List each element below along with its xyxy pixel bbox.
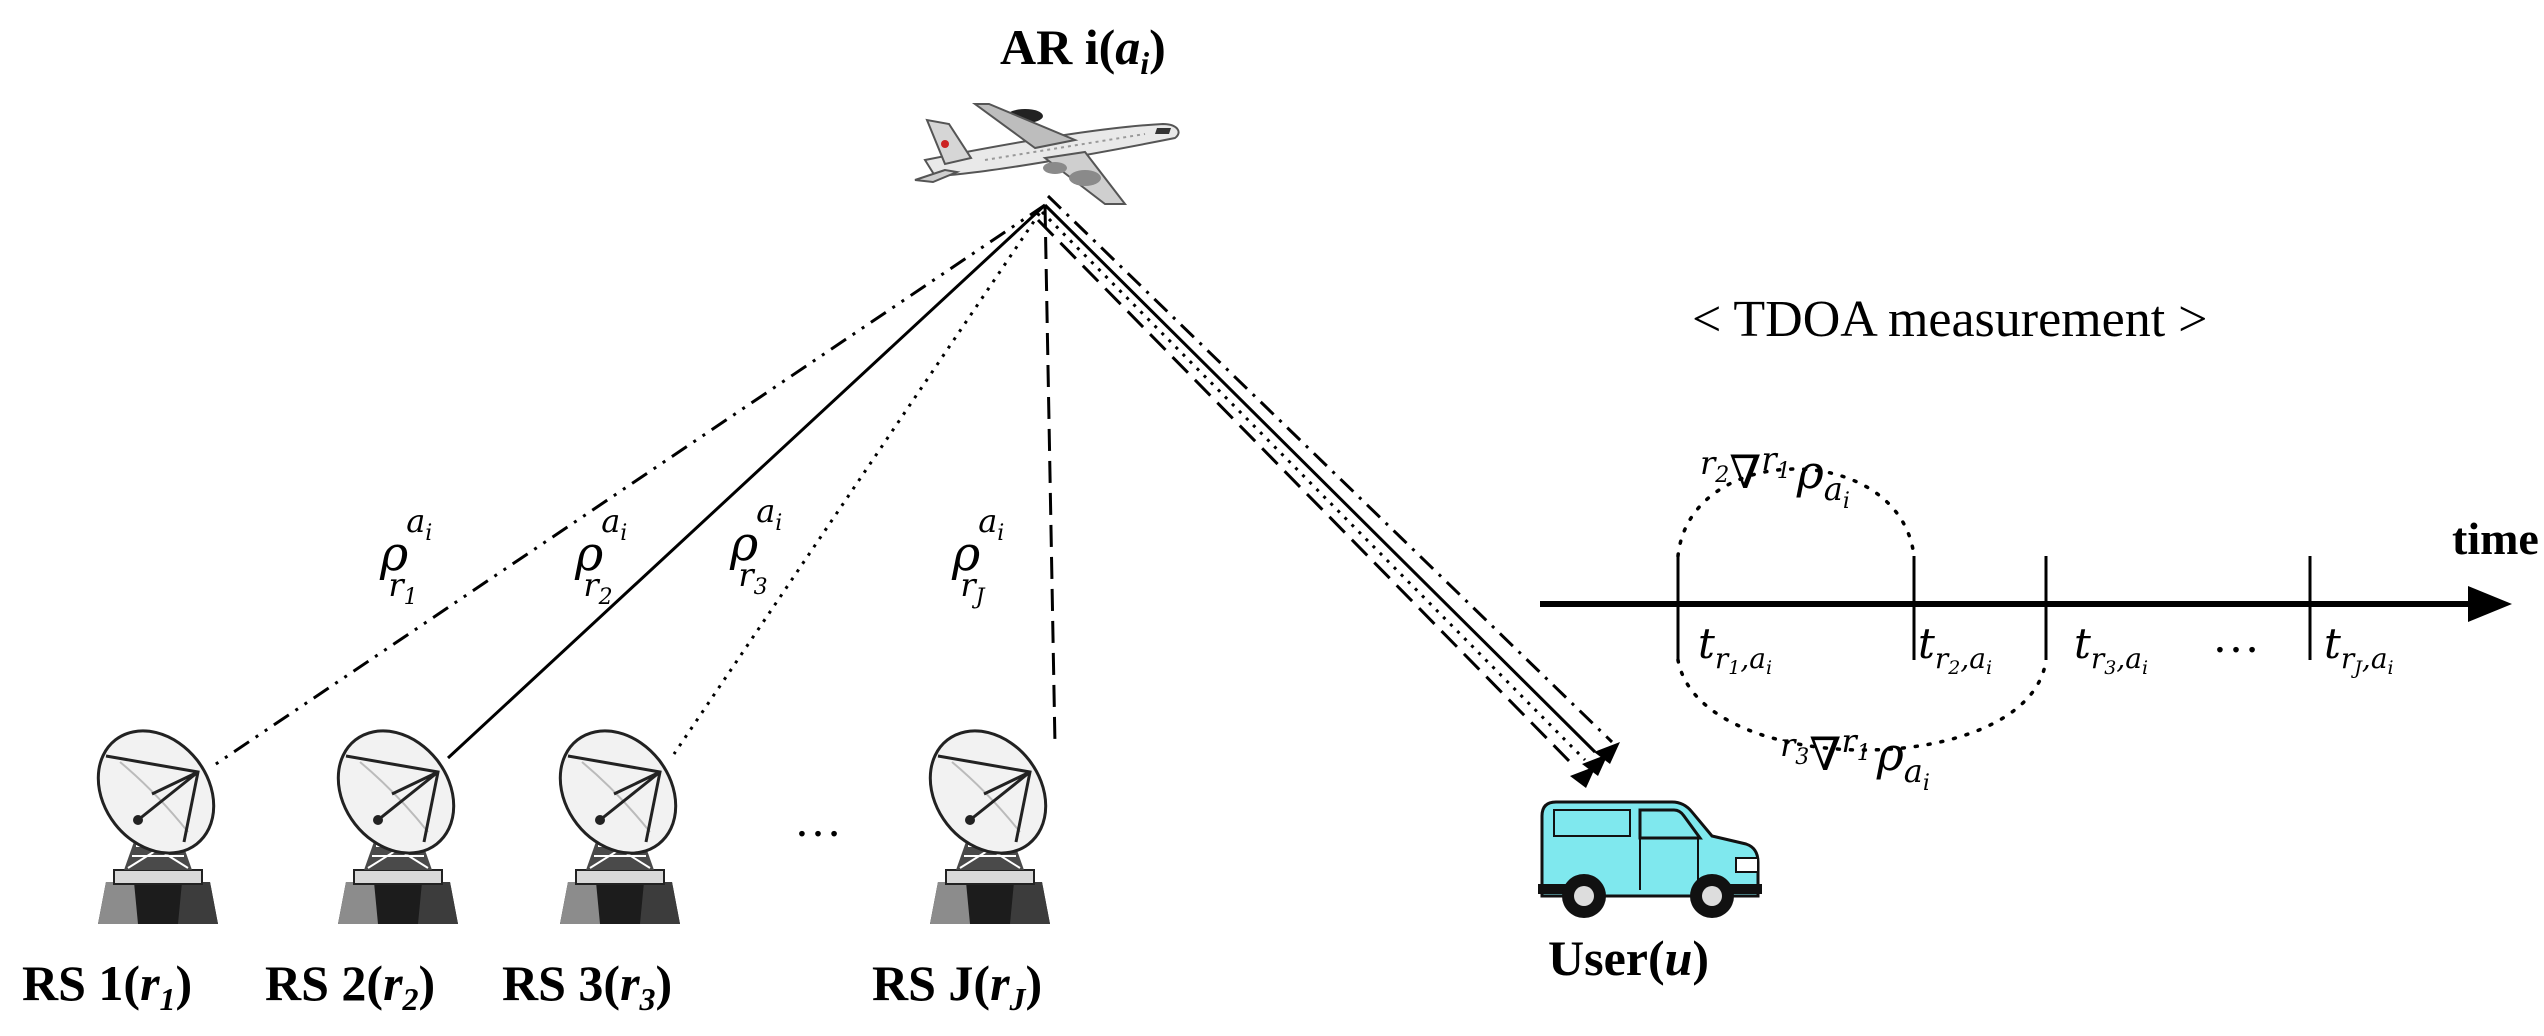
- dish-icon-rsj: [904, 706, 1072, 926]
- user-link-dashdot: [1046, 194, 1614, 744]
- station-label-rs2: RS 2(r2): [265, 955, 435, 1017]
- user-link-dotted: [1040, 210, 1587, 762]
- aircraft-label-main: AR i(: [1000, 19, 1115, 75]
- user-label: User(u): [1548, 930, 1709, 986]
- tick-label-r1: tr1,ai: [1698, 619, 1772, 679]
- aircraft-label: AR i(ai): [1000, 19, 1166, 81]
- time-axis-arrowhead: [2468, 586, 2512, 622]
- user-arrowheads: [1570, 742, 1620, 788]
- time-axis-label: time: [2452, 513, 2539, 564]
- dish-icon-rs2: [312, 706, 480, 926]
- user-link-dashed: [1036, 218, 1576, 768]
- tick-label-r3: tr3,ai: [2074, 619, 2148, 679]
- time-axis: time: [1540, 513, 2539, 622]
- time-ticks: [1676, 556, 2312, 660]
- aircraft-icon: [914, 103, 1180, 205]
- tick-label-rj: trJ,ai: [2324, 619, 2394, 679]
- station-label-rsj: RS J(rJ): [872, 955, 1042, 1017]
- link-rsj-line: [1043, 204, 1057, 746]
- station-label-rs3: RS 3(r3): [502, 955, 672, 1017]
- aircraft-label-var: a: [1115, 19, 1140, 75]
- station-labels: RS 1(r1) RS 2(r2) RS 3(r3) RS J(rJ): [22, 955, 1042, 1017]
- arc-lower-r1-r3: [1676, 658, 2048, 752]
- user-link-solid: [1043, 203, 1597, 754]
- link-rs1-line: [209, 203, 1046, 770]
- station-gap-ellipsis: …: [794, 794, 842, 847]
- link-rs2-line: [446, 203, 1047, 760]
- van-icon: [1538, 800, 1762, 918]
- aircraft-label-sub: i: [1140, 45, 1149, 81]
- dish-icon-rs1: [72, 706, 240, 926]
- tick-label-r2: tr2,ai: [1918, 619, 1992, 679]
- link-rs3-line: [672, 204, 1047, 755]
- signal-links: [209, 194, 1614, 770]
- tdoa-title: < TDOA measurement >: [1692, 291, 2207, 348]
- difference-arcs: [1676, 467, 2048, 752]
- station-label-rs1: RS 1(r1): [22, 955, 192, 1017]
- tick-ellipsis: …: [2212, 610, 2260, 663]
- aircraft-label-close: ): [1149, 19, 1166, 75]
- tick-labels: tr1,ai tr2,ai tr3,ai … trJ,ai: [1698, 610, 2394, 679]
- dish-icon-rs3: [534, 706, 702, 926]
